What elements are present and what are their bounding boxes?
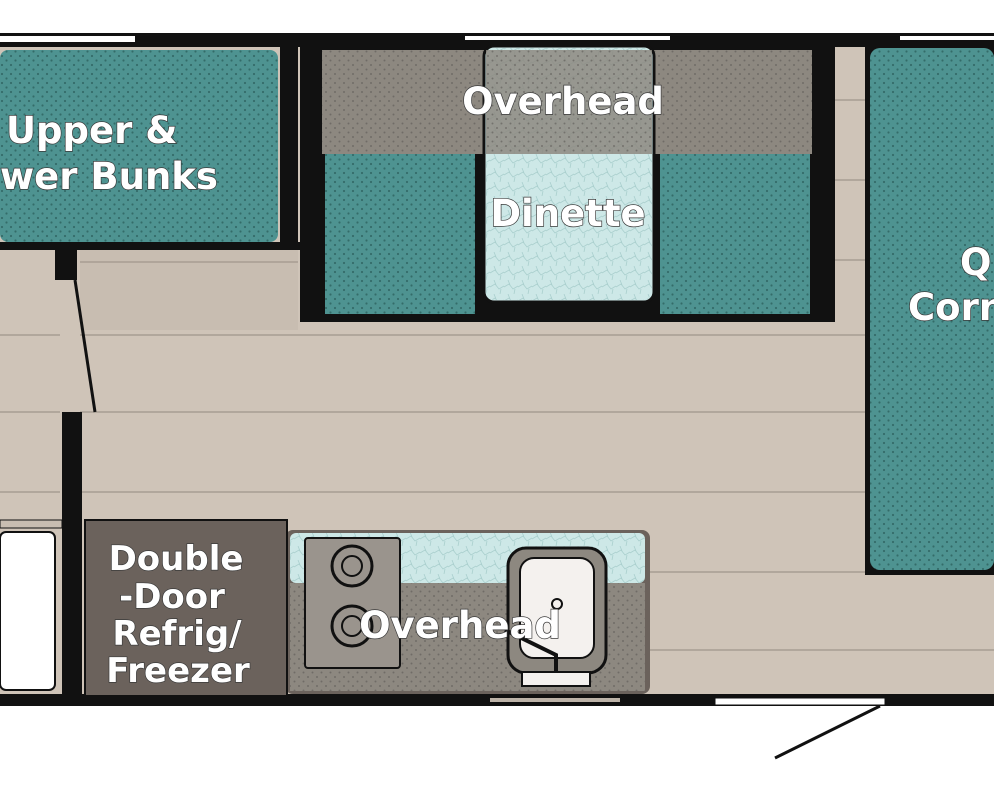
overhead-top-label: Overhead [462,80,664,123]
window-bottom [490,698,620,702]
queen-corner-label-line1: Q [960,241,991,284]
sink-drain-icon [551,598,563,610]
dinette-bench-left-texture [325,154,475,314]
refrigerator-label-line4: Freezer [106,651,250,691]
floor-planks [0,99,994,651]
burner-icon[interactable] [330,544,374,588]
burner-icon[interactable] [341,555,363,577]
stove[interactable] [304,537,401,669]
burner-icon[interactable] [341,615,363,637]
faucet-icon [504,628,558,672]
partition-wall-a [55,250,77,280]
bath-door [73,279,97,413]
refrigerator-label-line2: -Door [119,577,225,617]
entry-door-swing [774,704,881,760]
partition-ledge [0,519,63,529]
faucet-base [521,671,591,687]
shower-tub[interactable] [0,531,56,691]
window-right [900,36,994,42]
dinette-label: Dinette [490,192,645,235]
queen-bed-texture [870,48,994,570]
refrigerator-label-line1: Double [109,539,244,579]
bunks-label-line1: Upper & [6,109,178,152]
bunk-step [80,250,298,330]
dinette-table-overhead-texture [486,50,652,154]
bunks-label-line2: wer Bunks [0,155,218,198]
refrigerator-label-line3: Refrig/ [112,614,242,654]
bunk-wall-right [280,40,298,250]
queen-corner-label-line2: Corn [908,286,994,329]
burner-icon[interactable] [330,604,374,648]
refrigerator[interactable] [84,519,288,697]
overhead-bottom-label: Overhead [359,604,561,647]
partition-wall-b [62,412,82,694]
bunk-wall-bottom [0,242,300,250]
window-center [465,36,670,42]
bunks-cushion-texture [0,50,278,242]
window-left [0,36,135,42]
entry-door [714,697,886,706]
dinette-bench-right-texture [660,154,810,314]
